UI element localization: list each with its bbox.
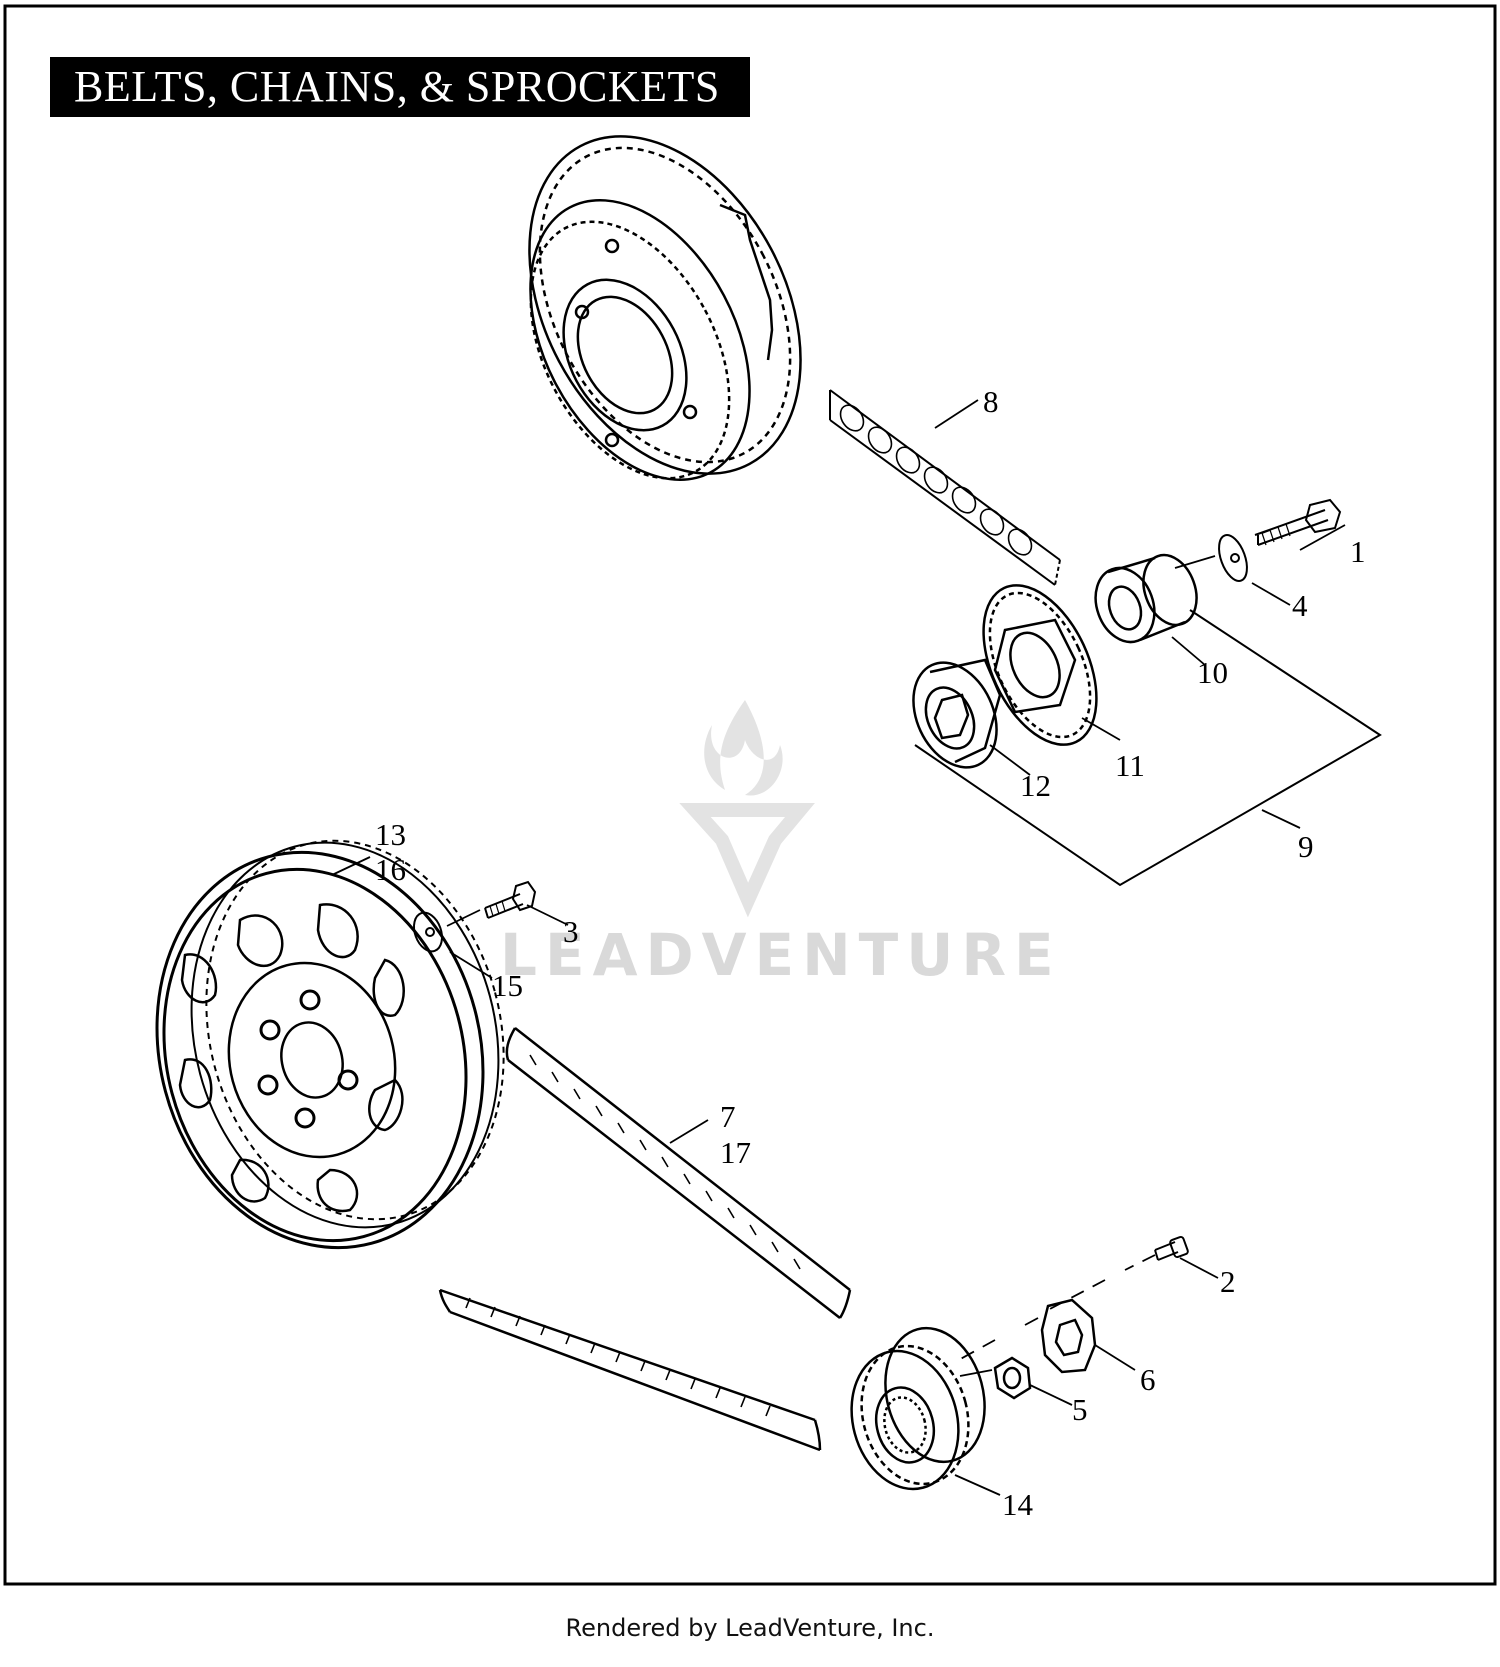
clutch-housing — [528, 135, 802, 481]
callout-16: 16 — [375, 852, 406, 887]
primary-chain — [829, 389, 1061, 586]
callout-14: 14 — [1002, 1487, 1034, 1522]
callout-8: 8 — [983, 384, 999, 419]
rear-pulley — [155, 839, 505, 1250]
drive-belt — [438, 1027, 852, 1452]
callout-9: 9 — [1298, 829, 1314, 864]
transmission-sprocket-14 — [850, 1326, 986, 1491]
compensator-12 — [912, 658, 1002, 769]
bolt-3 — [484, 880, 537, 919]
washer-4 — [1218, 534, 1248, 582]
callout-5: 5 — [1072, 1392, 1088, 1427]
callout-6: 6 — [1140, 1362, 1156, 1397]
lock-plate-6 — [1040, 1298, 1097, 1374]
callout-1: 1 — [1350, 534, 1366, 569]
sprocket-hub-10 — [1094, 553, 1198, 644]
watermark-text: LEADVENTURE — [500, 921, 1062, 989]
callout-15: 15 — [492, 968, 523, 1003]
page-title: BELTS, CHAINS, & SPROCKETS — [50, 57, 750, 117]
callout-13: 13 — [375, 817, 406, 852]
nut-5 — [993, 1356, 1032, 1400]
callouts: 1 4 10 11 12 9 8 13 16 3 15 7 17 2 6 5 1… — [375, 384, 1366, 1522]
callout-11: 11 — [1115, 748, 1145, 783]
footer-credit: Rendered by LeadVenture, Inc. — [565, 1614, 935, 1642]
washer-15 — [412, 911, 444, 953]
callout-10: 10 — [1197, 655, 1228, 690]
callout-7: 7 — [720, 1099, 736, 1134]
callout-12: 12 — [1020, 768, 1051, 803]
callout-2: 2 — [1220, 1264, 1236, 1299]
bolt-1 — [1254, 498, 1342, 546]
screw-2 — [1154, 1235, 1189, 1261]
watermark-logo — [679, 700, 815, 918]
group-bracket-9 — [914, 609, 1382, 887]
leader-lines — [331, 399, 1346, 1496]
assembly-lines — [446, 529, 1271, 1377]
diagram-border — [3, 4, 1497, 1586]
callout-3: 3 — [563, 914, 579, 949]
callout-17: 17 — [720, 1135, 751, 1170]
callout-4: 4 — [1292, 588, 1308, 623]
